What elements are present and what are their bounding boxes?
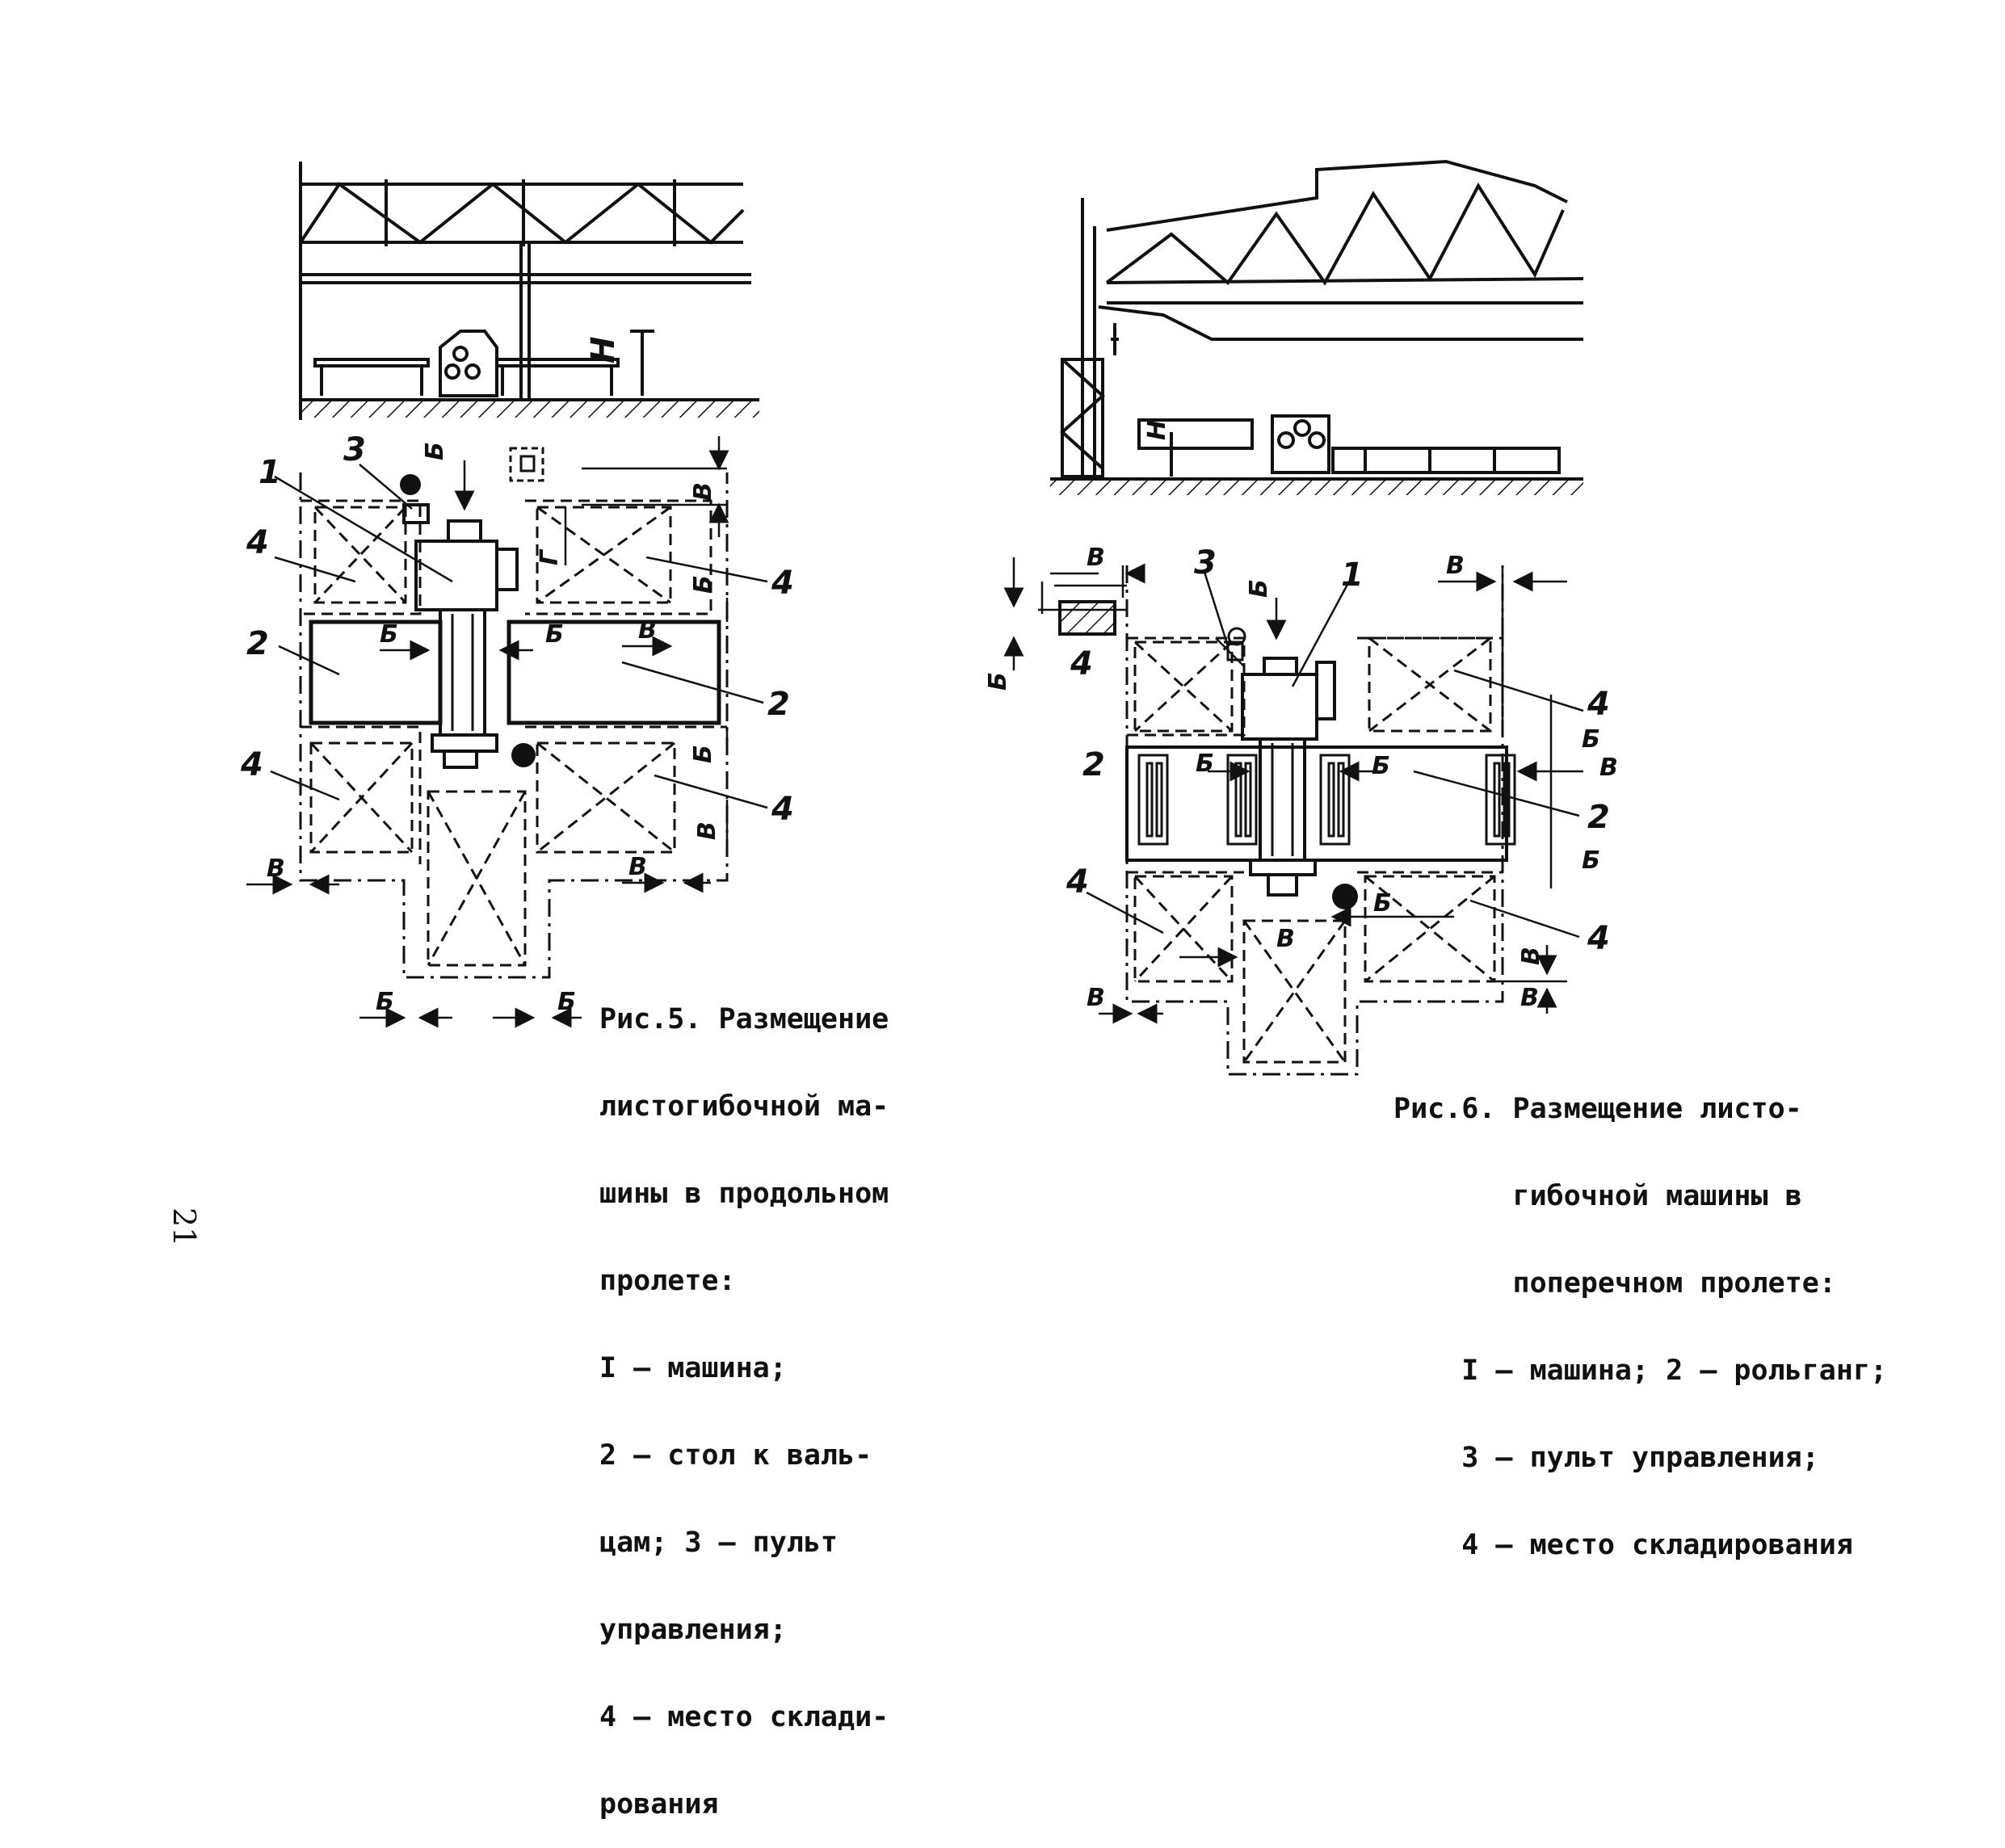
fig5-control-marker-top: [400, 474, 421, 495]
fig5-control-marker-bottom: [511, 743, 536, 767]
fig6-control-marker-top: [1227, 627, 1246, 646]
fig5-caption-line: управления;: [599, 1614, 787, 1646]
fig5-label-4-bottomright: 4: [771, 791, 794, 828]
fig5-dim-v-left-bottom: В: [267, 855, 285, 883]
fig6-label-4-topleft: 4: [1070, 645, 1093, 682]
fig6-label-H: H: [1143, 420, 1171, 440]
fig5-label-2-left: 2: [246, 625, 269, 662]
fig6-floor-hatch: [1050, 481, 1583, 495]
fig5-label-4-bottomleft: 4: [240, 746, 263, 783]
fig5-label-4-topright: 4: [771, 565, 794, 602]
fig5-dim-b-top: Б: [421, 442, 449, 460]
fig5-caption-line: рования: [599, 1788, 719, 1821]
fig6-hatched-block: [1058, 600, 1116, 636]
fig6-caption-line: I – машина; 2 – рольганг;: [1393, 1354, 1888, 1387]
fig6-dim-b-left: Б: [984, 672, 1012, 691]
fig5-label-2-right: 2: [767, 686, 790, 723]
fig6-dim-b-mid1: Б: [1196, 750, 1214, 778]
fig5-caption-line: листогибочной ма-: [599, 1090, 889, 1123]
fig6-caption-line: гибочной машины в: [1393, 1180, 1802, 1212]
fig6-label-4-bottomleft: 4: [1066, 863, 1089, 901]
fig6-label-4-bottomright: 4: [1587, 920, 1610, 957]
fig6-dim-v-topleft: В: [1087, 544, 1105, 572]
page-number: 21: [166, 1208, 202, 1247]
fig5-label-3: 3: [343, 431, 366, 468]
fig6-dim-b-lower: Б: [1373, 889, 1392, 918]
drawing-fig5: H: [240, 159, 1618, 1076]
fig6-caption-line: 4 – место складирования: [1393, 1529, 1853, 1561]
fig5-caption-line: пролете:: [599, 1265, 736, 1297]
fig5-caption-line: 2 – стол к валь-: [599, 1439, 872, 1472]
fig5-elevation: [299, 162, 759, 420]
fig5-plan: [246, 436, 768, 1028]
fig5-dim-b-right2: Б: [689, 745, 717, 763]
fig5-dim-v-mid: В: [638, 616, 657, 645]
fig5-dim-v-top: В: [689, 482, 717, 501]
fig5-dim-v-right-bottom: В: [628, 853, 647, 881]
fig5-dim-b-bottom-left: Б: [376, 988, 394, 1016]
fig6-label-4-topright: 4: [1587, 686, 1610, 723]
fig6-control-marker-bottom: [1332, 884, 1358, 909]
fig6-caption-line: поперечном пролете:: [1393, 1267, 1836, 1300]
fig6-dim-v-bottomright2: В: [1520, 984, 1539, 1012]
fig6-caption-line: Рис.6. Размещение листо-: [1393, 1093, 1802, 1125]
fig5-dim-v-right: В: [693, 821, 721, 840]
fig6-dim-v-bottomright1: В: [1517, 947, 1545, 965]
fig5-floor-hatch: [301, 401, 759, 418]
fig6-label-1: 1: [1341, 556, 1364, 594]
fig6-dim-v-lower: В: [1276, 925, 1295, 953]
fig6-caption-line: 3 – пульт управления;: [1393, 1442, 1819, 1474]
fig6-dim-b-right2: Б: [1582, 846, 1600, 875]
fig6-dim-v-topright: В: [1446, 552, 1465, 580]
fig5-label-4-topleft: 4: [246, 524, 269, 561]
fig5-caption-line: цам; 3 – пульт: [599, 1527, 839, 1559]
fig6-dim-v-right: В: [1599, 754, 1618, 782]
fig5-label-H: H: [585, 337, 622, 363]
fig6-elevation: [1050, 159, 1584, 481]
fig6-dim-v-bottomleft: В: [1087, 984, 1105, 1012]
fig6-label-2-right: 2: [1587, 799, 1610, 836]
fig5-dim-b-mid1: Б: [380, 620, 398, 649]
fig5-caption-line: Рис.5. Размещение: [599, 1003, 889, 1035]
fig6-dim-b-right1: Б: [1582, 725, 1600, 754]
fig5-caption-line: 4 – место склади-: [599, 1701, 889, 1733]
fig5-caption: Рис.5. Размещение листогибочной ма- шины…: [599, 947, 889, 1848]
fig5-caption-line: шины в продольном: [599, 1178, 889, 1210]
fig6-plan: [1003, 557, 1584, 1076]
fig5-dim-b-right1: Б: [689, 575, 717, 594]
fig5-dim-b-bottom-right: Б: [557, 988, 576, 1016]
fig6-dim-b-mid2: Б: [1372, 752, 1390, 780]
fig5-dim-g: Г: [536, 548, 564, 565]
fig5-dim-b-mid2: Б: [545, 620, 564, 649]
fig6-caption: Рис.6. Размещение листо- гибочной машины…: [1393, 1036, 1887, 1589]
fig5-label-1: 1: [259, 454, 281, 491]
fig6-label-2-left: 2: [1082, 746, 1105, 783]
fig6-label-3: 3: [1194, 544, 1217, 582]
fig5-caption-line: I – машина;: [599, 1352, 787, 1384]
fig6-dim-b-top: Б: [1245, 579, 1273, 598]
